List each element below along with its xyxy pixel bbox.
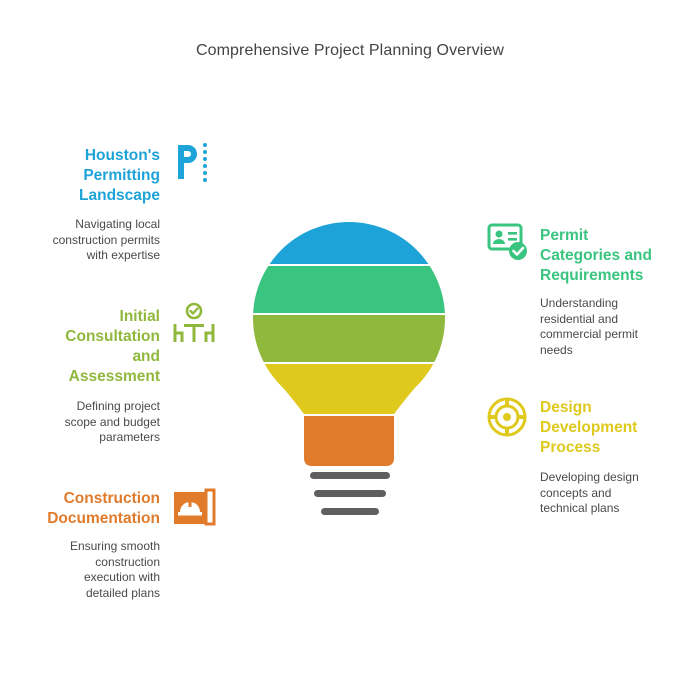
bulb-segment-blue <box>253 222 445 264</box>
item-description-permit-categories: Understanding residential and commercial… <box>540 296 639 357</box>
item-heading-initial-consultation: Initial Consultation and Assessment <box>65 308 160 385</box>
item-heading-design-development: Design Development Process <box>540 399 638 456</box>
item-heading-houstons-permitting: Houston's Permitting Landscape <box>79 147 160 204</box>
item-description-design-development: Developing design concepts and technical… <box>540 470 639 515</box>
id-card-check-icon <box>487 223 527 260</box>
target-gear-icon <box>487 397 527 437</box>
meeting-table-icon <box>173 302 215 342</box>
bulb-segment-orange <box>304 416 394 466</box>
page-title: Comprehensive Project Planning Overview <box>195 42 505 59</box>
item-description-construction-documentation: Ensuring smooth construction execution w… <box>69 539 160 600</box>
bulb-base-line-2 <box>314 490 386 497</box>
bulb-segment-lime <box>253 315 445 362</box>
hard-hat-blueprint-icon <box>174 488 216 526</box>
bulb-base-line-1 <box>310 472 390 479</box>
item-heading-construction-documentation: Construction Documentation <box>47 490 160 527</box>
lightbulb-diagram <box>253 222 445 515</box>
bulb-base-line-3 <box>321 508 379 515</box>
bulb-segment-green <box>253 266 445 313</box>
item-description-houstons-permitting: Navigating local construction permits wi… <box>52 217 160 262</box>
item-description-initial-consultation: Defining project scope and budget parame… <box>64 399 160 444</box>
item-heading-permit-categories: Permit Categories and Requirements <box>540 227 652 284</box>
bulb-segment-yellow-neck <box>274 377 424 414</box>
parking-sign-icon <box>178 143 207 182</box>
